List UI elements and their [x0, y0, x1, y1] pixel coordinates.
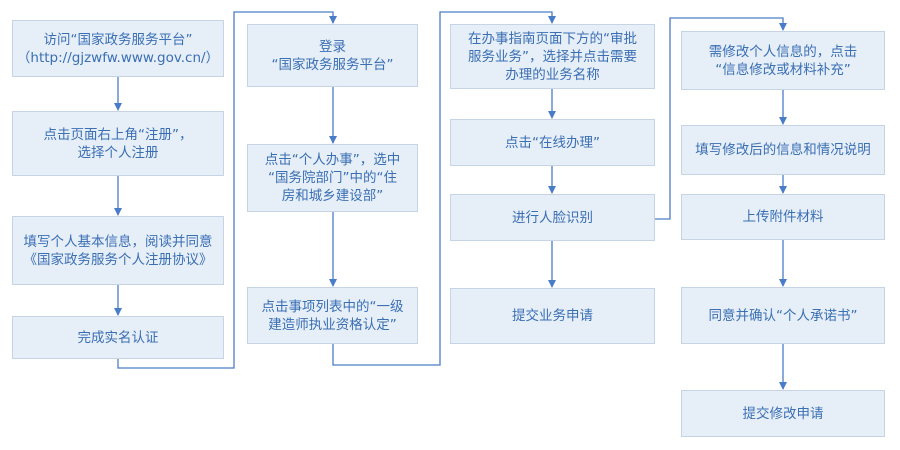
step-text: 提交业务申请 [512, 308, 593, 324]
step-submit-modification: 提交修改申请 [681, 390, 885, 437]
step-fill-basic-info: 填写个人基本信息，阅读并同意 《国家政务服务个人注册协议》 [12, 216, 224, 285]
step-confirm-commitment: 同意并确认“个人承诺书” [681, 287, 885, 344]
step-text: 点击事项列表中的“一级 建造师执业资格认定” [261, 298, 404, 333]
step-submit-application: 提交业务申请 [450, 288, 655, 344]
connector-c1-c2 [117, 11, 337, 369]
step-visit-platform: 访问“国家政务服务平台” （http://gjzwfw.www.gov.cn/） [12, 20, 224, 77]
step-text: 进行人脸识别 [512, 209, 593, 226]
step-real-name-verify: 完成实名认证 [12, 316, 224, 359]
step-text: 提交修改申请 [742, 405, 824, 422]
step-guide-page: 在办事指南页面下方的“审批 服务业务”，选择并点击需要 办理的业务名称 [450, 24, 655, 89]
step-face-recognition: 进行人脸识别 [450, 194, 655, 241]
step-personal-affairs: 点击“个人办事”，选中 “国务院部门”中的“住 房和城乡建设部” [247, 144, 418, 212]
step-click-register: 点击页面右上角“注册”， 选择个人注册 [12, 111, 224, 176]
step-text: 点击“个人办事”，选中 “国务院部门”中的“住 房和城乡建设部” [264, 152, 401, 204]
step-text: 完成实名认证 [77, 329, 159, 346]
step-text: 登录 “国家政务服务平台” [271, 38, 394, 73]
step-text: 填写个人基本信息，阅读并同意 《国家政务服务个人注册协议》 [23, 233, 213, 268]
step-text: 在办事指南页面下方的“审批 服务业务”，选择并点击需要 办理的业务名称 [468, 30, 637, 83]
step-login: 登录 “国家政务服务平台” [247, 24, 418, 87]
step-select-item: 点击事项列表中的“一级 建造师执业资格认定” [247, 287, 418, 344]
step-online-handle: 点击“在线办理” [450, 119, 655, 166]
step-text: 点击页面右上角“注册”， 选择个人注册 [43, 126, 193, 161]
step-text: 填写修改后的信息和情况说明 [695, 142, 871, 158]
step-text: 访问“国家政务服务平台” （http://gjzwfw.www.gov.cn/） [16, 31, 220, 66]
step-text: 上传附件材料 [742, 209, 824, 225]
step-fill-modified-info: 填写修改后的信息和情况说明 [681, 125, 885, 175]
step-modify-info: 需修改个人信息的，点击 “信息修改或材料补充” [681, 31, 885, 90]
connector-c2-c3 [332, 11, 556, 366]
connector-c3-c4 [655, 17, 787, 220]
step-upload-attachments: 上传附件材料 [681, 194, 885, 240]
step-text: 需修改个人信息的，点击 “信息修改或材料补充” [708, 43, 858, 78]
step-text: 点击“在线办理” [505, 134, 600, 151]
step-text: 同意并确认“个人承诺书” [708, 307, 858, 324]
